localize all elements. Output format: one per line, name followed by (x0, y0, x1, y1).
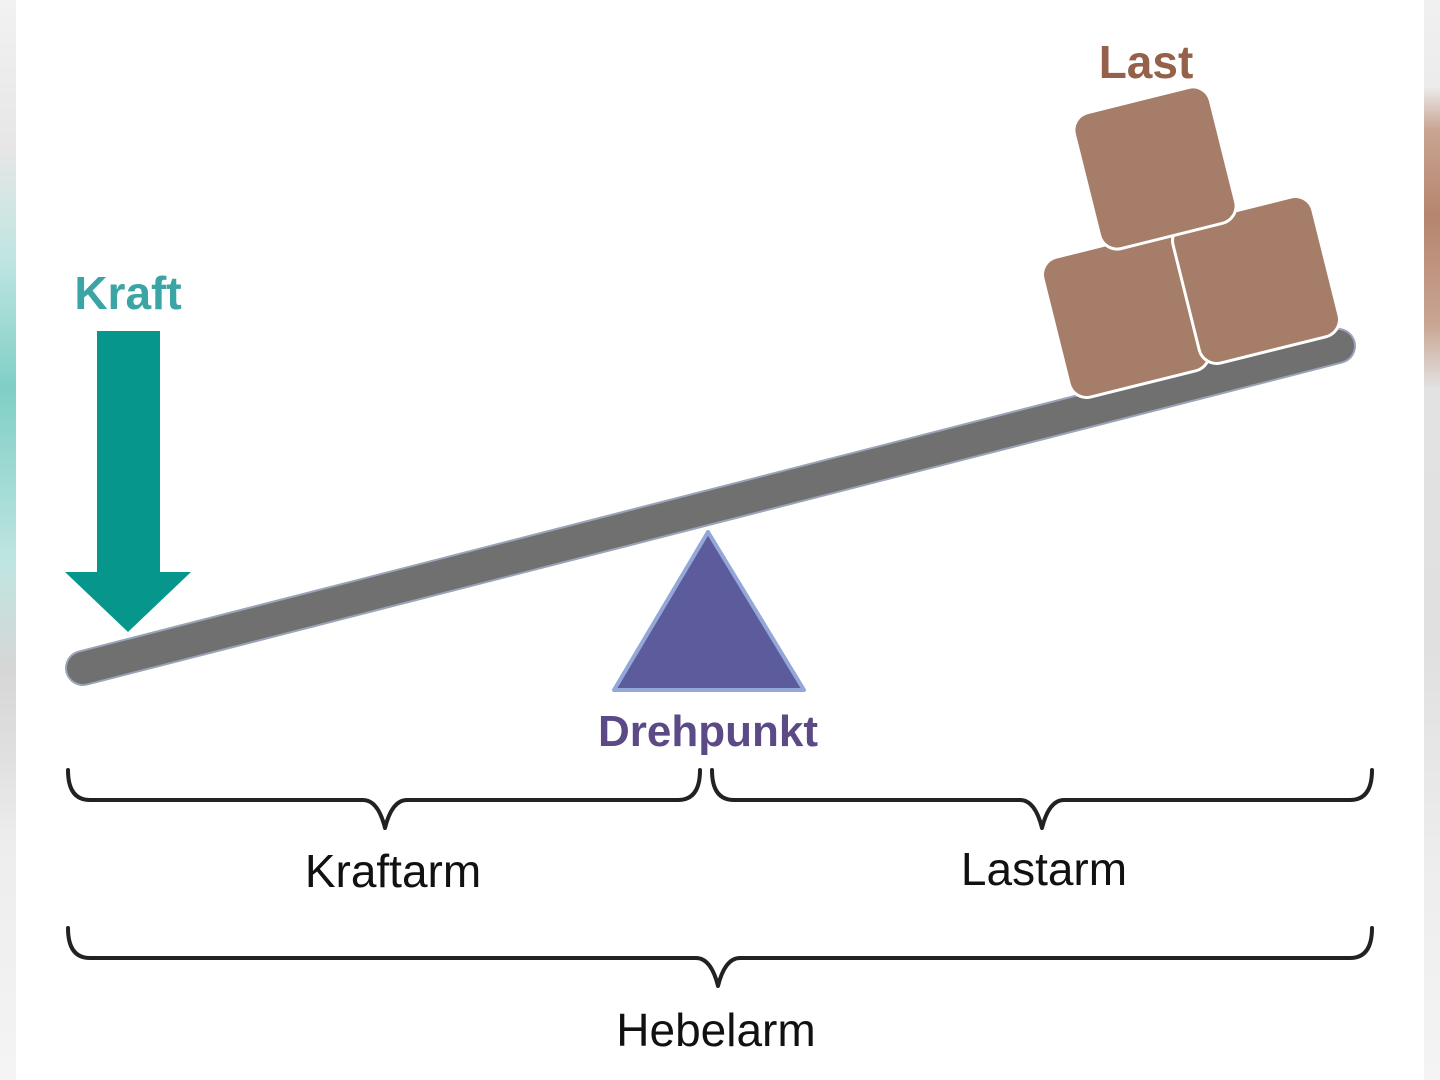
load-arm-brace (710, 768, 1374, 830)
load-label: Last (1099, 36, 1194, 88)
left-edge-blur (0, 0, 16, 1080)
force-arrow-shaft (97, 331, 160, 574)
load-box-top (1072, 85, 1238, 251)
right-edge-blur (1424, 0, 1440, 1080)
lever-arm-label: Hebelarm (616, 1004, 815, 1056)
load-box-bottom-right (1171, 195, 1341, 365)
fulcrum-triangle-icon (612, 530, 806, 692)
effort-arm-brace (66, 768, 702, 830)
load-box-stack-icon (1041, 85, 1341, 399)
load-arm-label: Lastarm (961, 843, 1127, 895)
force-down-arrow-icon (65, 331, 191, 632)
force-arrow-head (65, 572, 191, 632)
force-label: Kraft (74, 267, 181, 319)
lever-beam (65, 328, 1356, 686)
lever-beam-bar (67, 330, 1354, 684)
effort-arm-label: Kraftarm (305, 845, 481, 897)
fulcrum-label: Drehpunkt (598, 707, 818, 756)
lever-arm-brace (66, 926, 1374, 988)
